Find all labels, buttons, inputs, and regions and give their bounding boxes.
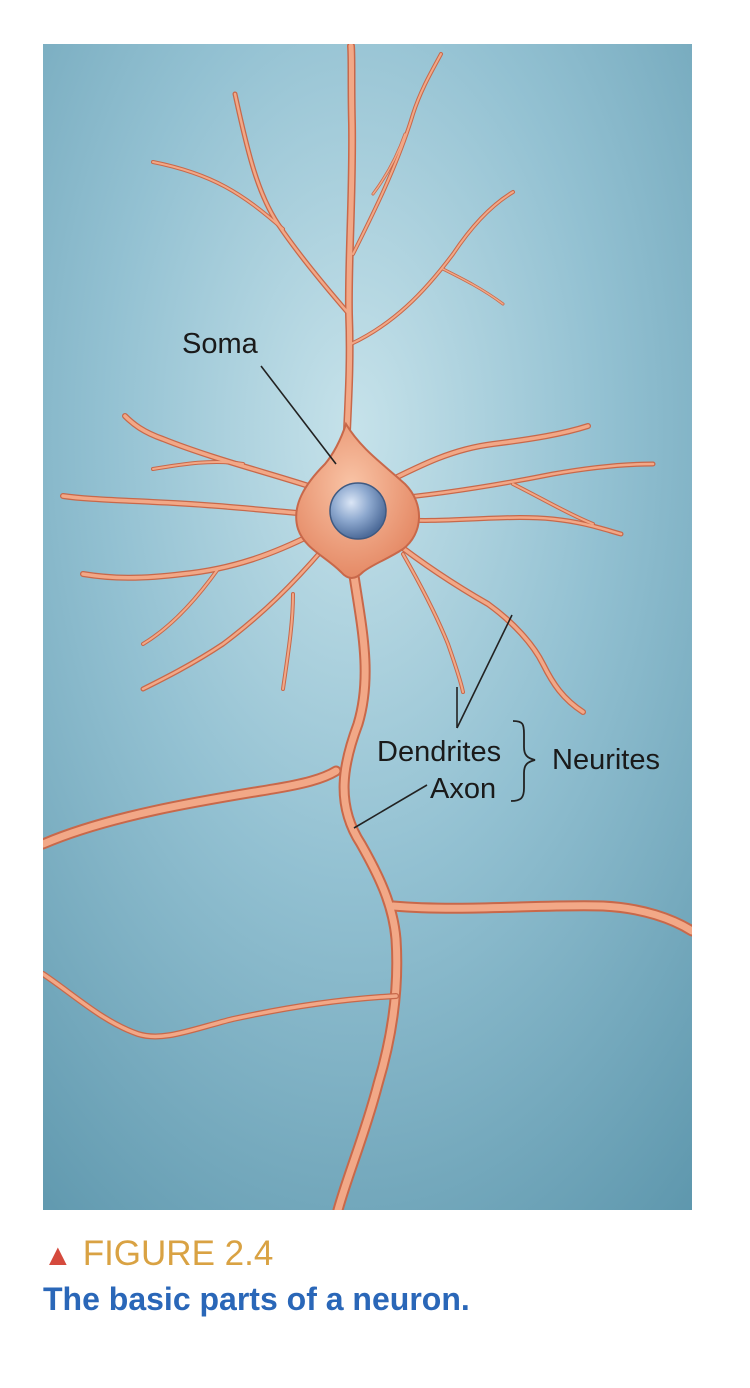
neurites-brace <box>510 720 536 802</box>
axon <box>43 563 692 1210</box>
axon-label: Axon <box>430 773 497 805</box>
dendrites-label: Dendrites <box>377 736 502 768</box>
leader-lines <box>260 365 513 829</box>
figure-caption-title: The basic parts of a neuron. <box>43 1281 470 1317</box>
nucleus <box>329 482 387 540</box>
figure-number: FIGURE 2.4 <box>82 1234 274 1273</box>
dendrites <box>60 44 656 715</box>
figure-caption-number: ▲ FIGURE 2.4 <box>43 1236 273 1271</box>
soma-label: Soma <box>182 328 258 360</box>
neurites-label: Neurites <box>552 744 660 776</box>
background <box>43 44 692 1210</box>
triangle-icon: ▲ <box>43 1239 73 1272</box>
soma-leader-line <box>260 365 337 465</box>
neuron-drawing <box>43 44 692 1210</box>
axon-leader-line <box>353 784 428 829</box>
neuron-illustration: Soma Dendrites Axon Neurites <box>43 44 692 1210</box>
dendrite-leader-line-2 <box>456 614 513 729</box>
